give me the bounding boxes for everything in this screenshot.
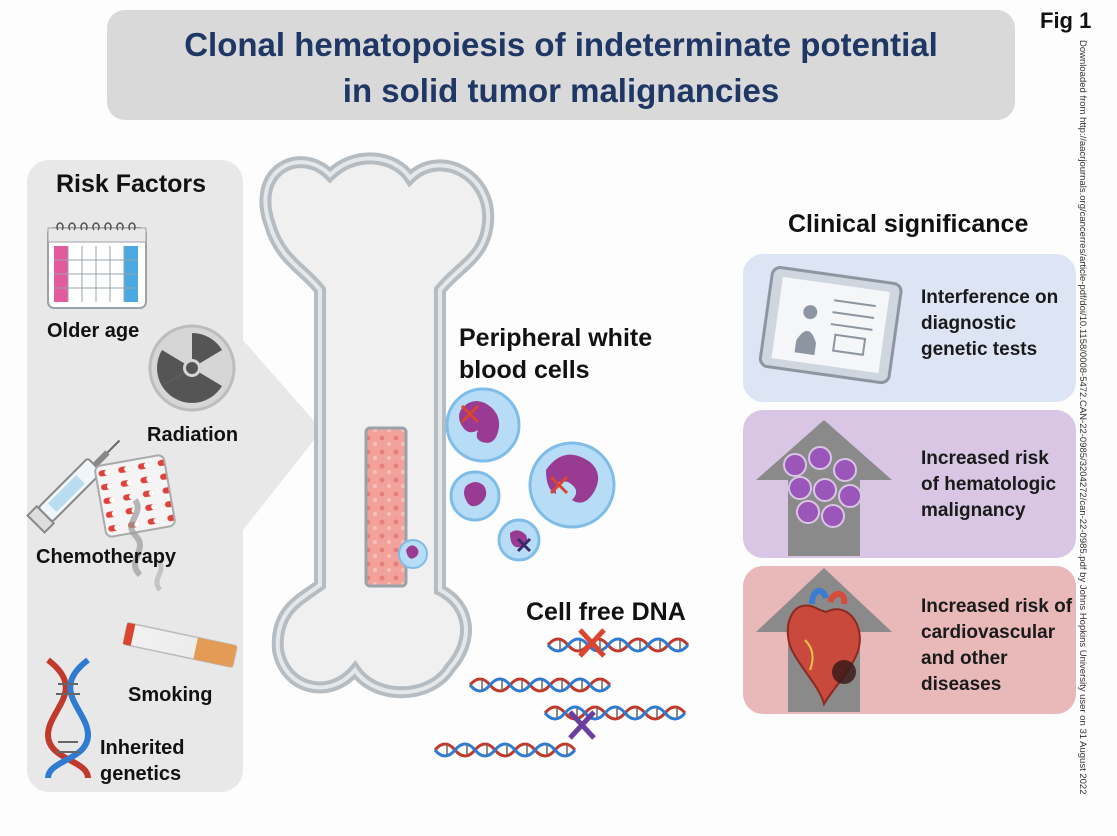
report-clipboard-icon: [758, 266, 903, 385]
figure-title: Clonal hematopoiesis of indeterminate po…: [107, 22, 1015, 114]
bone-marrow: [364, 426, 408, 588]
clinical-line: Increased risk: [921, 448, 1049, 469]
clinical-line: Increased risk of: [921, 596, 1073, 617]
wbc-label-line-1: Peripheral white: [459, 324, 653, 352]
dna-strand-1: [546, 637, 690, 653]
clinical-text-cardiovascular: Increased risk of cardiovascular and oth…: [921, 594, 1072, 698]
risk-factors-heading: Risk Factors: [56, 170, 207, 198]
clinical-line: cardiovascular: [921, 622, 1056, 643]
clinical-text-hematologic: Increased risk of hematologic malignancy: [921, 446, 1056, 524]
wbc-label: Peripheral white blood cells: [459, 322, 652, 386]
label-smoking: Smoking: [128, 684, 213, 706]
clinical-text-genetic-tests: Interference on diagnostic genetic tests: [921, 285, 1058, 363]
dna-strand-2: [468, 677, 612, 693]
dna-icon: [44, 657, 92, 779]
dna-strand-3: [543, 705, 687, 721]
title-line-1: Clonal hematopoiesis of indeterminate po…: [184, 26, 938, 63]
label-radiation: Radiation: [147, 424, 239, 446]
risk-to-bone-wedge: [243, 340, 322, 530]
title-line-2: in solid tumor malignancies: [342, 72, 780, 109]
label-chemotherapy: Chemotherapy: [36, 546, 177, 568]
calendar-icon: [47, 222, 147, 309]
clinical-line: genetic tests: [921, 339, 1038, 360]
cfdna-strands: [433, 628, 690, 758]
dna-mutation-mark-purple: [568, 710, 596, 740]
clinical-line: diagnostic: [921, 313, 1017, 334]
label-genetics: genetics: [100, 763, 182, 785]
blood-cells-arrow-icon: [756, 420, 892, 556]
title-banner: [107, 10, 1015, 120]
bone-illustration: [259, 152, 495, 699]
clinical-line: malignancy: [921, 500, 1026, 521]
wbc-cell-3: [449, 470, 501, 522]
label-inherited-genetics: Inherited genetics: [100, 735, 184, 787]
clinical-line: diseases: [921, 674, 1002, 695]
cfdna-label: Cell free DNA: [526, 598, 686, 626]
label-older-age: Older age: [47, 320, 140, 342]
clinical-significance-heading: Clinical significance: [788, 210, 1029, 238]
clinical-line: of hematologic: [921, 474, 1057, 495]
syringe-pills-icon: [26, 439, 176, 538]
figure-label: Fig 1: [1040, 8, 1092, 33]
radiation-icon: [148, 324, 236, 412]
wbc-cell-1: [445, 387, 521, 463]
clinical-line: Interference on: [921, 287, 1059, 308]
heart-arrow-icon: [756, 568, 892, 712]
dna-strand-4: [433, 742, 577, 758]
clinical-line: and other: [921, 648, 1008, 669]
wbc-label-line-2: blood cells: [459, 356, 590, 384]
label-inherited: Inherited: [100, 737, 185, 759]
wbc-cell-2: [528, 441, 616, 529]
dna-mutation-mark-red: [578, 628, 606, 658]
mutation-mark: [460, 404, 569, 553]
cigarette-icon: [122, 498, 238, 668]
